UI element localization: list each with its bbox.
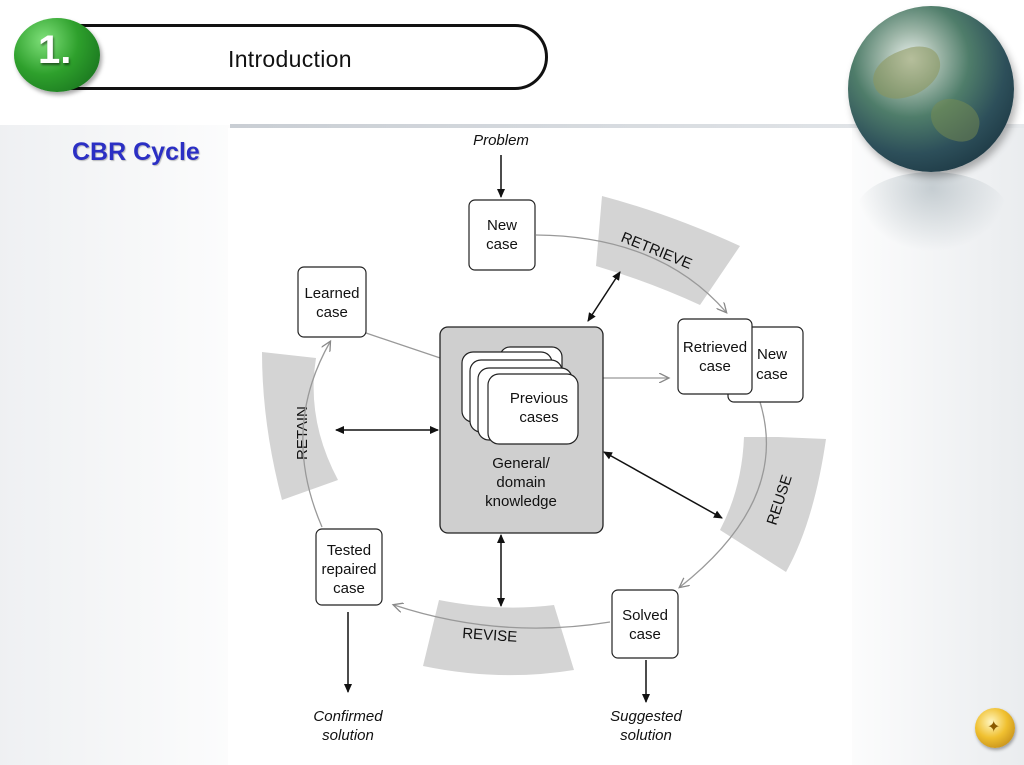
retrieved-new-case-label: New: [757, 346, 787, 363]
new-case-label: case: [486, 236, 518, 253]
solved-case-box: [611, 589, 679, 659]
section-title: CBR Cycle: [72, 138, 200, 166]
flow-new-to-retrieved: [535, 234, 726, 312]
tested-repaired-case-label: Tested: [327, 542, 371, 559]
revise-band: [423, 600, 574, 676]
retain-band: [262, 352, 338, 500]
flow-tested-to-learned: [302, 342, 330, 528]
title-bar: [60, 24, 548, 90]
retrieved-case-label: case: [699, 358, 731, 375]
knowledge-label: knowledge: [485, 493, 557, 510]
new-case-box: [468, 199, 536, 271]
solved-case-label: Solved: [622, 607, 668, 624]
suggested-solution-label: Suggested: [610, 708, 682, 725]
globe-reflection: [856, 172, 1008, 252]
flow-solved-to-tested: [394, 605, 611, 629]
retrieved-case-label: Retrieved: [683, 339, 747, 356]
knowledge-label: domain: [496, 474, 545, 491]
knowledge-label: General/: [492, 455, 550, 472]
page-title: Introduction: [228, 46, 352, 72]
confirmed-solution-label: solution: [322, 727, 374, 744]
solved-case-label: case: [629, 626, 661, 643]
tested-repaired-case-box: [315, 528, 383, 606]
arrow-knowledge-reuse: [603, 451, 723, 519]
learned-case-label: Learned: [304, 285, 359, 302]
confirmed-solution-label: Confirmed: [313, 708, 383, 725]
retrieved-new-case-label: case: [756, 366, 788, 383]
phase-label-revise: REVISE: [462, 625, 518, 646]
retrieve-band: [596, 196, 740, 305]
previous-cases-label: Previous: [510, 390, 568, 407]
header-divider: [230, 124, 1024, 128]
tested-repaired-case-label: repaired: [321, 561, 376, 578]
problem-label: Problem: [473, 132, 529, 149]
learned-case-label: case: [316, 304, 348, 321]
arrow-new-knowledge: [587, 271, 621, 322]
section-number: 1.: [38, 28, 72, 72]
previous-case-card: [487, 373, 579, 445]
learned-case-box: [297, 266, 367, 338]
reuse-band: [720, 437, 826, 572]
retrieved-case-box: [677, 318, 753, 395]
suggested-solution-label: solution: [620, 727, 672, 744]
previous-cases-label: cases: [519, 409, 558, 426]
logo-icon: ✦: [975, 708, 1015, 748]
tested-repaired-case-label: case: [333, 580, 365, 597]
section-number-badge: [14, 18, 100, 92]
flow-retrieved-to-solved: [680, 401, 767, 587]
new-case-label: New: [487, 217, 517, 234]
